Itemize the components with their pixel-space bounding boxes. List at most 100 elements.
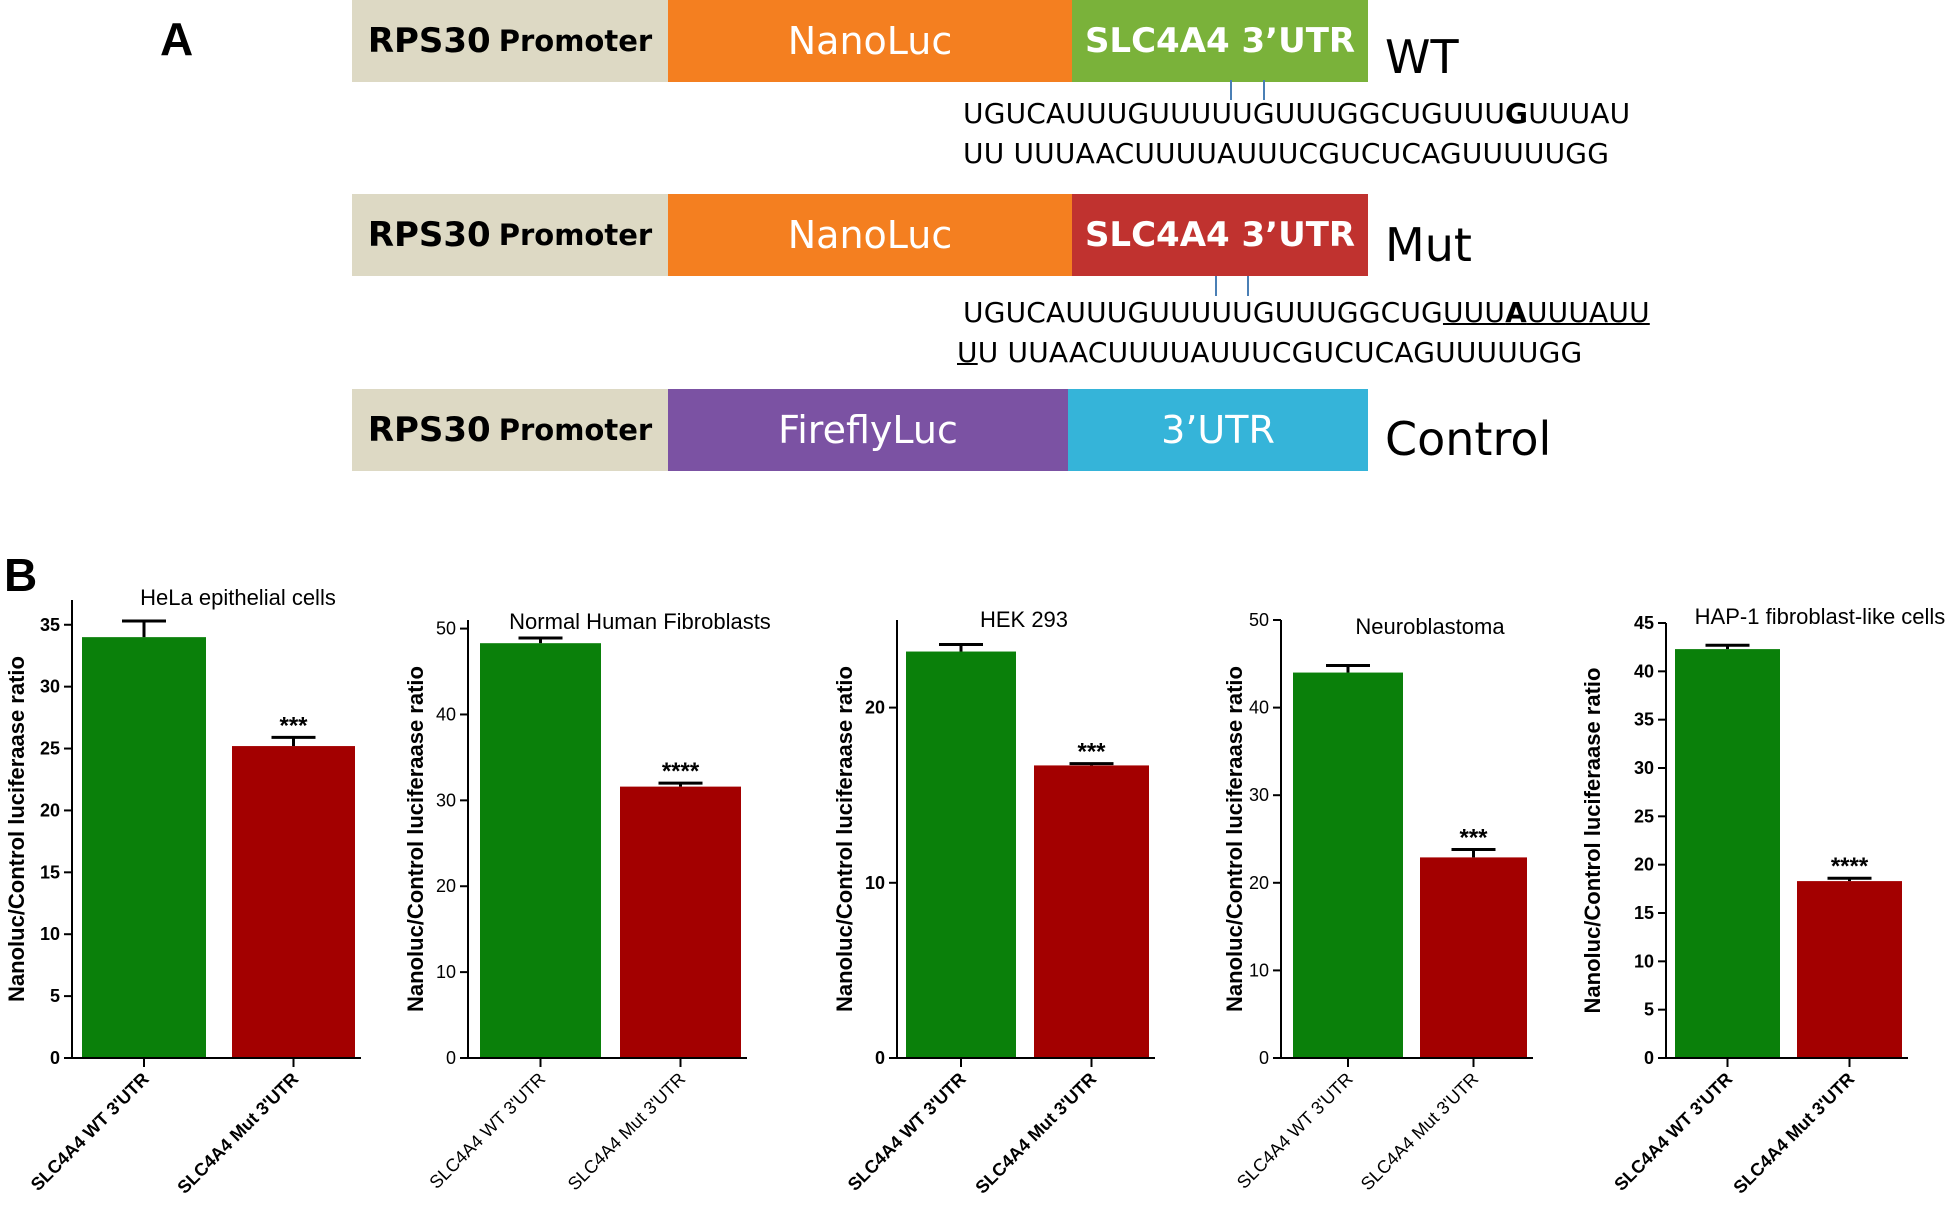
mut-bar [232, 746, 355, 1058]
significance-label: **** [1831, 853, 1869, 880]
chart-title: HAP-1 fibroblast-like cells [1695, 604, 1945, 629]
construct-mut: RPS30 Promoter NanoLuc SLC4A4 3’UTR [352, 194, 1368, 276]
y-tick-label: 15 [1634, 903, 1654, 923]
y-tick-label: 0 [446, 1048, 456, 1068]
site-tick [1247, 276, 1249, 296]
y-tick-label: 0 [50, 1048, 60, 1068]
x-category-label: SLC4A4 WT 3'UTR [1233, 1069, 1357, 1193]
construct-control: RPS30 Promoter FireflyLuc 3’UTR [352, 389, 1368, 471]
y-tick-label: 5 [50, 986, 60, 1006]
y-tick-label: 30 [436, 790, 456, 810]
wt-bar [82, 637, 206, 1058]
y-tick-label: 40 [436, 704, 456, 724]
y-tick-label: 10 [1634, 951, 1654, 971]
promoter-segment: RPS30 Promoter [352, 389, 668, 471]
seq-underlined: U [957, 336, 978, 369]
mut-sequence-line-1: UGUCAUUUGUUUUUGUUUGGCUGUUUAUUUAUU [963, 296, 1650, 329]
reporter-segment: FireflyLuc [668, 389, 1068, 471]
y-axis-label: Nanoluc/Control luciferaase ratio [403, 666, 428, 1012]
mut-sequence-line-2: UU UUAACUUUUAUUUCGUCUCAGUUUUUGG [957, 336, 1582, 369]
seq-part: UUUAU [1528, 97, 1631, 130]
wt-bar [1675, 649, 1780, 1058]
y-tick-label: 20 [436, 876, 456, 896]
wt-sequence-line-2: UU UUUAACUUUUAUUUCGUCUCAGUUUUUGG [963, 137, 1610, 170]
x-category-label: SLC4A4 WT 3'UTR [27, 1069, 153, 1195]
y-tick-label: 35 [40, 615, 60, 635]
y-tick-label: 40 [1634, 661, 1654, 681]
promoter-main-label: RPS30 [367, 215, 491, 255]
wt-bar [1293, 672, 1403, 1058]
site-tick [1215, 276, 1217, 296]
significance-label: *** [1459, 825, 1488, 852]
chart-title: Neuroblastoma [1355, 614, 1505, 639]
y-tick-label: 10 [865, 873, 885, 893]
y-tick-label: 30 [40, 677, 60, 697]
promoter-segment: RPS30 Promoter [352, 194, 668, 276]
y-tick-label: 0 [1644, 1048, 1654, 1068]
construct-label-control: Control [1385, 412, 1552, 466]
promoter-segment: RPS30 Promoter [352, 0, 668, 82]
y-tick-label: 25 [1634, 806, 1654, 826]
construct-label-wt: WT [1385, 30, 1459, 84]
promoter-sub-label: Promoter [498, 413, 653, 447]
seq-mutation-base: G [1505, 97, 1529, 130]
y-tick-label: 15 [40, 862, 60, 882]
wt-sequence-line-1: UGUCAUUUGUUUUUGUUUGGCUGUUUGUUUAU [963, 97, 1630, 130]
y-tick-label: 10 [436, 962, 456, 982]
chart-title: Normal Human Fibroblasts [509, 609, 771, 634]
utr-segment: 3’UTR [1068, 389, 1368, 471]
x-category-label: SLC4A4 WT 3'UTR [844, 1069, 970, 1195]
y-tick-label: 30 [1634, 758, 1654, 778]
seq-part: U UUAACUUUUAUUUCGUCUCAGUUUUUGG [977, 336, 1583, 369]
site-tick [1230, 80, 1232, 100]
chart-title: HEK 293 [980, 607, 1068, 632]
construct-wt: RPS30 Promoter NanoLuc SLC4A4 3’UTR [352, 0, 1368, 82]
x-category-label: SLC4A4 Mut 3'UTR [1729, 1069, 1858, 1198]
y-tick-label: 35 [1634, 710, 1654, 730]
y-axis-label: Nanoluc/Control luciferaase ratio [4, 656, 29, 1002]
y-axis-label: Nanoluc/Control luciferaase ratio [1580, 668, 1605, 1014]
y-tick-label: 0 [875, 1048, 885, 1068]
significance-label: *** [1077, 739, 1106, 766]
y-tick-label: 45 [1634, 613, 1654, 633]
chart-title: HeLa epithelial cells [140, 585, 336, 610]
y-tick-label: 0 [1259, 1048, 1269, 1068]
mut-bar [1797, 881, 1902, 1058]
x-category-label: SLC4A4 Mut 3'UTR [564, 1069, 690, 1195]
utr-segment: SLC4A4 3’UTR [1072, 0, 1368, 82]
promoter-main-label: RPS30 [367, 410, 491, 450]
panel-a-letter: A [160, 13, 194, 65]
x-category-label: SLC4A4 WT 3'UTR [1610, 1069, 1736, 1195]
mut-bar [1034, 765, 1149, 1058]
y-tick-label: 50 [436, 619, 456, 639]
promoter-sub-label: Promoter [498, 24, 653, 58]
seq-part: UGUCAUUUGUUUUUGUUUGGCUGUUU [963, 97, 1506, 130]
y-axis-label: Nanoluc/Control luciferaase ratio [1222, 666, 1247, 1012]
x-category-label: SLC4A4 WT 3'UTR [425, 1069, 549, 1193]
y-tick-label: 30 [1249, 785, 1269, 805]
promoter-sub-label: Promoter [498, 218, 653, 252]
seq-part: UGUCAUUUGUUUUUGUUUGGCUG [963, 296, 1443, 329]
seq-underlined: UUU [1442, 296, 1506, 329]
site-tick [1263, 80, 1265, 100]
x-category-label: SLC4A4 Mut 3'UTR [1357, 1069, 1483, 1195]
utr-segment: SLC4A4 3’UTR [1072, 194, 1368, 276]
wt-bar [906, 651, 1016, 1058]
seq-mutation-base: A [1505, 296, 1527, 329]
y-tick-label: 40 [1249, 698, 1269, 718]
y-axis-label: Nanoluc/Control luciferaase ratio [832, 666, 857, 1012]
x-category-label: SLC4A4 Mut 3'UTR [173, 1069, 302, 1198]
reporter-segment: NanoLuc [668, 194, 1072, 276]
significance-label: **** [662, 758, 700, 785]
mut-bar [1420, 857, 1527, 1058]
y-tick-label: 25 [40, 739, 60, 759]
y-tick-label: 20 [865, 698, 885, 718]
mut-bar [620, 786, 741, 1058]
y-tick-label: 10 [1249, 960, 1269, 980]
promoter-main-label: RPS30 [367, 21, 491, 61]
seq-underlined: UUUAUU [1526, 296, 1650, 329]
y-tick-label: 5 [1644, 1000, 1654, 1020]
x-category-label: SLC4A4 Mut 3'UTR [971, 1069, 1100, 1198]
significance-label: *** [279, 712, 308, 739]
